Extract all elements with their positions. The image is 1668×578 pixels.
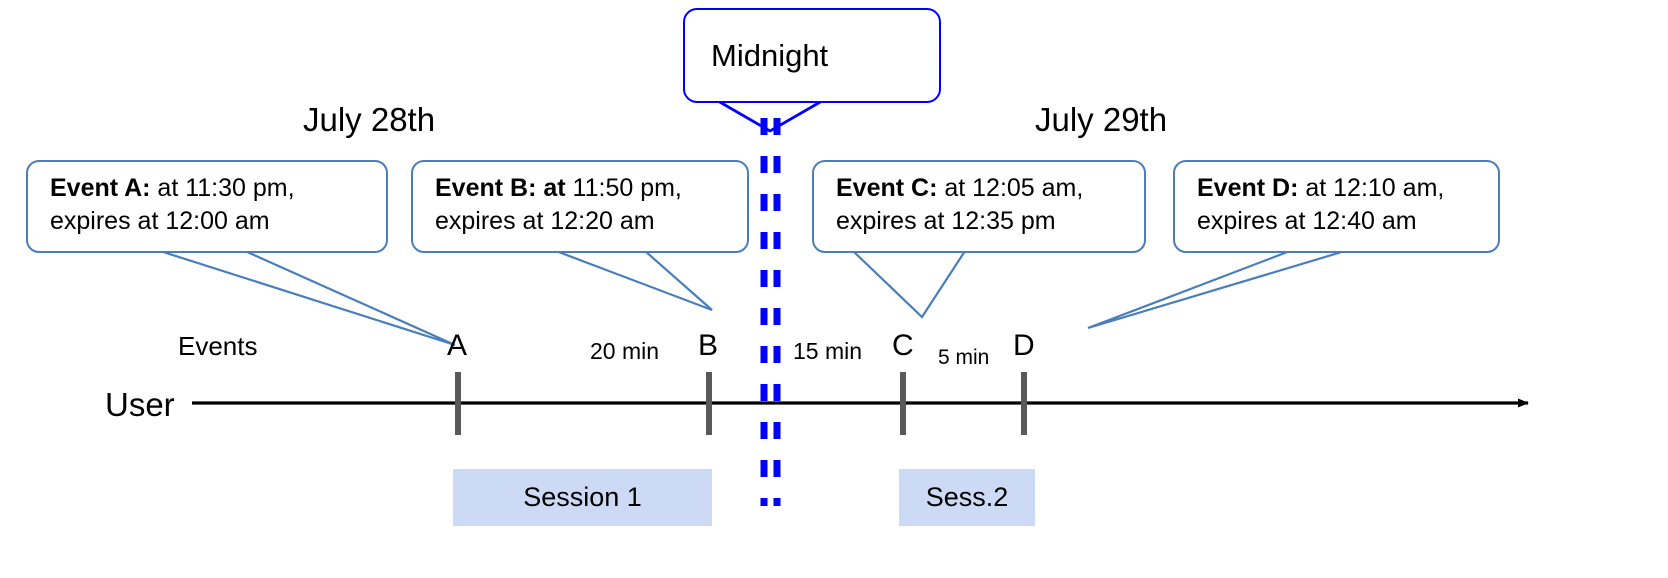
events-row-label: Events (178, 331, 258, 361)
callout-event-d: Event D: at 12:10 am, expires at 12:40 a… (1173, 160, 1500, 253)
callout-event-b: Event B: at 11:50 pm, expires at 12:20 a… (411, 160, 749, 253)
callout-b-line2: expires at 12:20 am (435, 206, 655, 235)
callout-d-line1: Event D: at 12:10 am, (1197, 172, 1498, 205)
event-point-label-b: B (698, 329, 719, 362)
callout-c-line2: expires at 12:35 pm (836, 206, 1056, 235)
session-2-label: Sess.2 (925, 482, 1009, 512)
callout-tail-b (555, 249, 713, 312)
callout-d-line1-rest: at 12:10 am, (1305, 174, 1445, 202)
callout-d-line2: expires at 12:40 am (1197, 206, 1417, 235)
session-1-label: Session 1 (523, 482, 642, 512)
midnight-callout-box: Midnight (683, 8, 941, 103)
callout-a-line1: Event A: at 11:30 pm, (50, 172, 386, 205)
callout-b-title: Event B: at (435, 174, 566, 202)
session-block-1: Session 1 (453, 469, 712, 526)
callout-c-line1-rest: at 12:05 am, (937, 174, 1084, 202)
midnight-callout-tail (717, 99, 823, 133)
callout-a-title: Event A: (50, 174, 151, 202)
callout-tails (159, 249, 1346, 347)
callout-tail-d (1087, 249, 1346, 330)
gap-label-c-d: 5 min (938, 346, 990, 369)
user-row-label: User (105, 386, 175, 423)
callout-b-line1-rest: 11:50 pm, (565, 174, 682, 202)
callout-a-line1-rest: at 11:30 pm, (150, 174, 295, 202)
gap-label-a-b: 20 min (590, 338, 660, 364)
callout-d-title: Event D: (1197, 174, 1306, 202)
callout-b-line1: Event B: at 11:50 pm, (435, 172, 747, 205)
callout-event-a: Event A: at 11:30 pm, expires at 12:00 a… (26, 160, 388, 253)
callout-event-c: Event C: at 12:05 am, expires at 12:35 p… (812, 160, 1146, 253)
gap-label-b-c: 15 min (793, 338, 863, 364)
callout-c-line1: Event C: at 12:05 am, (836, 172, 1144, 205)
day-label-july-29: July 29th (1035, 101, 1168, 138)
callout-c-title: Event C: (836, 174, 938, 202)
session-block-2: Sess.2 (899, 469, 1035, 526)
callout-a-line2: expires at 12:00 am (50, 206, 270, 235)
event-point-label-a: A (447, 329, 468, 362)
event-point-label-c: C (892, 329, 914, 362)
midnight-label: Midnight (711, 38, 829, 73)
day-label-july-28: July 28th (303, 101, 436, 138)
callout-tail-c (850, 249, 968, 319)
event-point-label-d: D (1013, 329, 1035, 362)
